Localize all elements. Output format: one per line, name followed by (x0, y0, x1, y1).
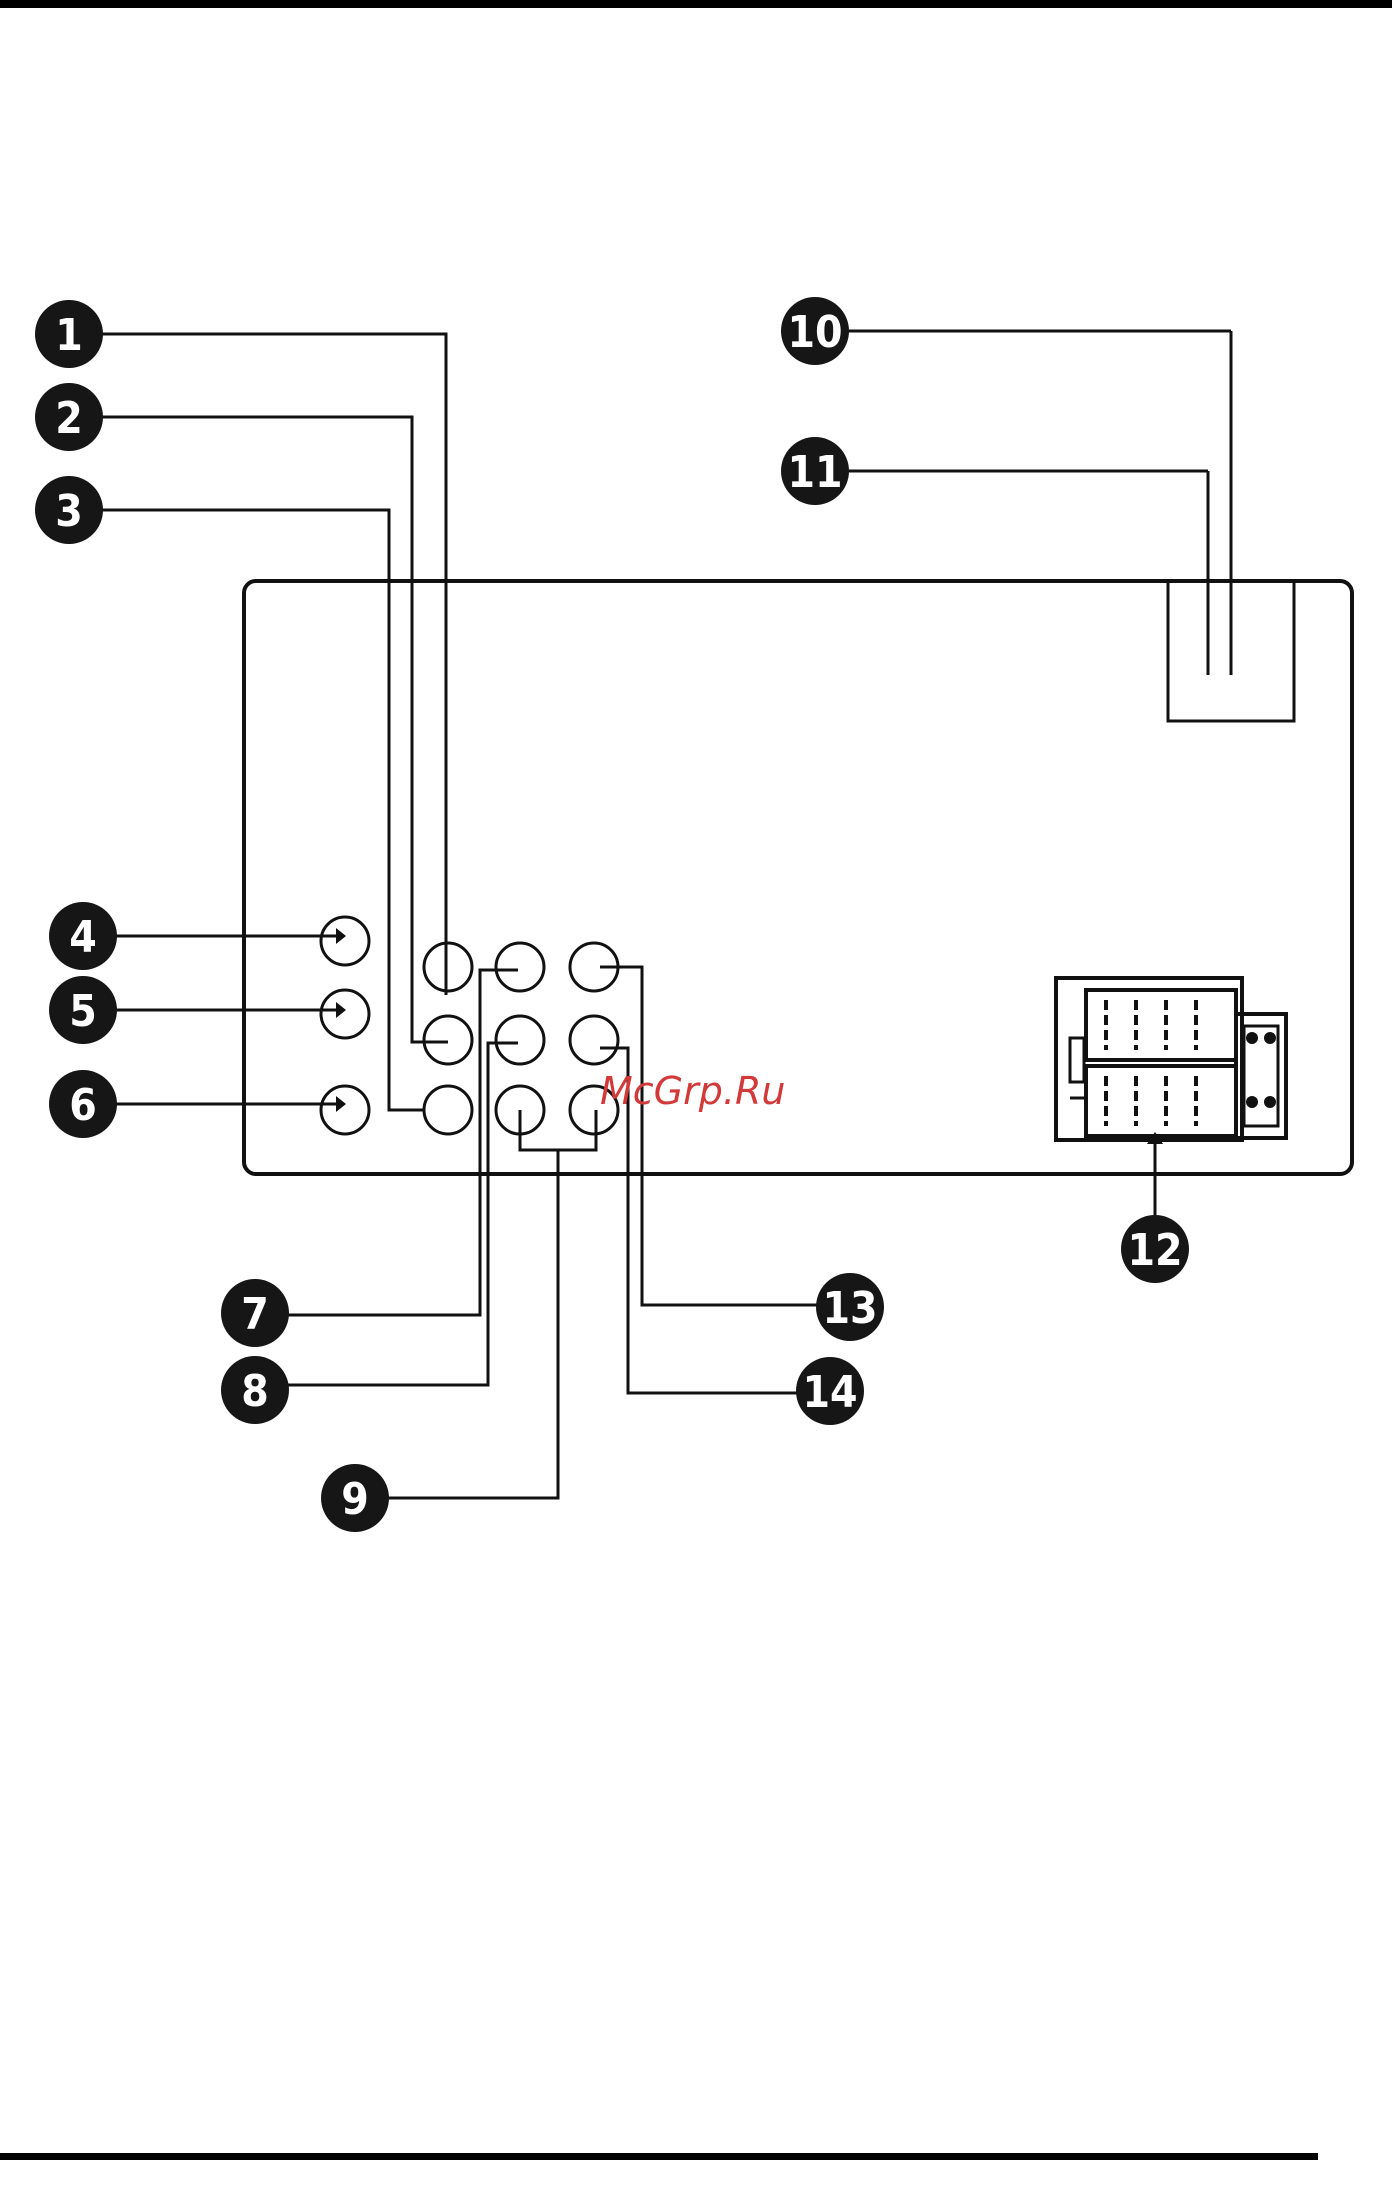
jack-14 (570, 1016, 618, 1064)
svg-text:9: 9 (341, 1474, 369, 1525)
svg-text:5: 5 (69, 986, 97, 1037)
svg-text:1: 1 (55, 310, 83, 361)
callout-8: 8 (221, 1356, 289, 1424)
callout-2: 2 (35, 383, 103, 451)
svg-text:8: 8 (241, 1366, 269, 1417)
svg-text:6: 6 (69, 1080, 97, 1131)
callout-9: 9 (321, 1464, 389, 1532)
jack-5 (321, 990, 369, 1038)
callout-1: 1 (35, 300, 103, 368)
callout-3: 3 (35, 476, 103, 544)
jack-6 (321, 1086, 369, 1134)
callout-10: 10 (781, 297, 849, 365)
watermark: McGrp.Ru (600, 1069, 785, 1113)
svg-text:7: 7 (241, 1289, 269, 1340)
callout-4: 4 (49, 902, 117, 970)
callout-13: 13 (816, 1273, 884, 1341)
jack-1 (424, 943, 472, 991)
svg-text:14: 14 (802, 1367, 857, 1418)
callout-14: 14 (796, 1357, 864, 1425)
svg-text:11: 11 (787, 447, 842, 498)
svg-text:13: 13 (822, 1283, 877, 1334)
callout-5: 5 (49, 976, 117, 1044)
jack-3 (424, 1086, 472, 1134)
callout-7: 7 (221, 1279, 289, 1347)
jack-7 (496, 943, 544, 991)
svg-text:12: 12 (1127, 1225, 1182, 1276)
jack-4 (321, 917, 369, 965)
callout-11: 11 (781, 437, 849, 505)
callout-12: 12 (1121, 1215, 1189, 1283)
svg-text:3: 3 (55, 486, 83, 537)
callout-6: 6 (49, 1070, 117, 1138)
unit-body-outline (244, 581, 1352, 1174)
jack-2 (424, 1016, 472, 1064)
svg-text:4: 4 (69, 912, 97, 963)
iso-connector (1056, 978, 1286, 1140)
bottom-rule (0, 2153, 1318, 2160)
svg-text:2: 2 (55, 393, 83, 444)
jack-8 (496, 1016, 544, 1064)
svg-text:10: 10 (787, 307, 842, 358)
